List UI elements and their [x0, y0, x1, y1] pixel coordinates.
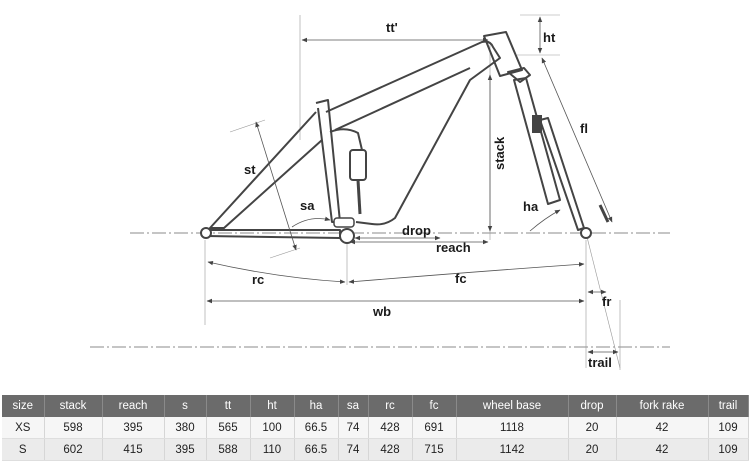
table-cell: 395	[102, 417, 165, 439]
table-cell: 565	[206, 417, 251, 439]
label-stack: stack	[492, 136, 507, 170]
table-cell: 74	[338, 438, 369, 461]
label-fr: fr	[602, 294, 611, 309]
label-trail: trail	[588, 355, 612, 370]
header-cell: ha	[294, 395, 339, 417]
table-cell: 110	[250, 438, 295, 461]
table-cell: 109	[708, 417, 749, 439]
center-lines	[90, 232, 670, 348]
table-cell: 1142	[456, 438, 569, 461]
table-cell: S	[2, 438, 45, 461]
table-cell: 428	[368, 417, 413, 439]
table-cell: 74	[338, 417, 369, 439]
table-cell: 42	[616, 438, 709, 461]
table-cell: 602	[44, 438, 103, 461]
header-cell: ht	[250, 395, 295, 417]
dimension-labels: tt' ht fl st stack sa ha drop reach rc f…	[244, 20, 612, 370]
header-cell: fc	[412, 395, 457, 417]
bike-frame	[200, 31, 610, 244]
label-fl: fl	[580, 121, 588, 136]
label-tt: tt'	[386, 20, 398, 35]
header-cell: size	[2, 395, 45, 417]
dimension-lines	[206, 16, 619, 355]
table-cell: 20	[568, 438, 617, 461]
table-cell: 415	[102, 438, 165, 461]
geometry-table: size stack reach s tt ht ha sa rc fc whe…	[2, 395, 749, 461]
table-cell: 588	[206, 438, 251, 461]
table-cell: 715	[412, 438, 457, 461]
table-cell: 66.5	[294, 438, 339, 461]
table-row: S 602 415 395 588 110 66.5 74 428 715 11…	[2, 438, 749, 461]
header-cell: trail	[708, 395, 749, 417]
table-cell: 428	[368, 438, 413, 461]
label-drop: drop	[402, 223, 431, 238]
table-cell: 66.5	[294, 417, 339, 439]
label-wb: wb	[372, 304, 391, 319]
header-cell: drop	[568, 395, 617, 417]
header-cell: reach	[102, 395, 165, 417]
label-reach: reach	[436, 240, 471, 255]
table-cell: 598	[44, 417, 103, 439]
table-cell: 100	[250, 417, 295, 439]
header-cell: wheel base	[456, 395, 569, 417]
header-cell: tt	[206, 395, 251, 417]
label-st: st	[244, 162, 256, 177]
header-cell: sa	[338, 395, 369, 417]
table-cell: 380	[164, 417, 207, 439]
table-cell: XS	[2, 417, 45, 439]
header-cell: rc	[368, 395, 413, 417]
table-cell: 42	[616, 417, 709, 439]
label-ha: ha	[523, 199, 539, 214]
table-cell: 691	[412, 417, 457, 439]
header-cell: s	[164, 395, 207, 417]
label-fc: fc	[455, 271, 467, 286]
table-header-row: size stack reach s tt ht ha sa rc fc whe…	[2, 395, 749, 417]
table-cell: 109	[708, 438, 749, 461]
label-sa: sa	[300, 198, 315, 213]
header-cell: stack	[44, 395, 103, 417]
table-cell: 20	[568, 417, 617, 439]
label-rc: rc	[252, 272, 264, 287]
header-cell: fork rake	[616, 395, 709, 417]
table-cell: 1118	[456, 417, 569, 439]
geometry-diagram: tt' ht fl st stack sa ha drop reach rc f…	[90, 14, 670, 370]
label-ht: ht	[543, 30, 556, 45]
table-row: XS 598 395 380 565 100 66.5 74 428 691 1…	[2, 417, 749, 439]
table-cell: 395	[164, 438, 207, 461]
